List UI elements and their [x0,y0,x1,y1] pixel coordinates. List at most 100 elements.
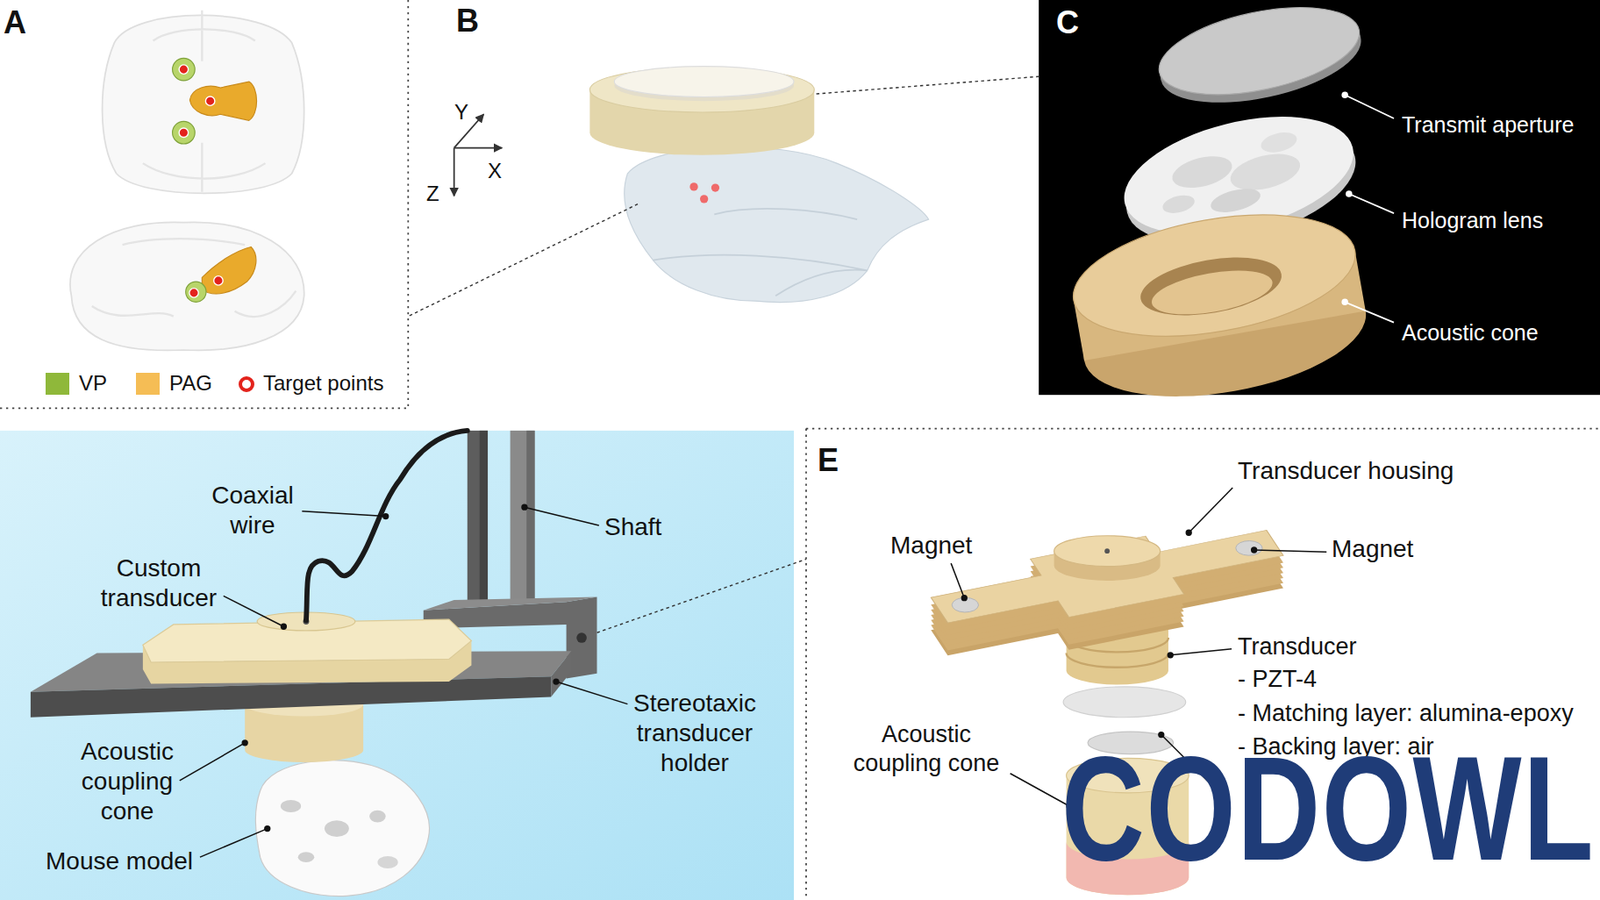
axis-label: Y [454,99,469,125]
part-label: Acoustic cone [1401,319,1539,347]
matching-layer-disk [1063,686,1186,718]
brain-top-view [205,96,215,106]
leader-line [1349,193,1394,214]
leader-line [950,563,965,599]
watermark: CODOWL [1061,735,1595,884]
axis-arrows [454,114,503,196]
spec-item: - PZT-4 [1237,664,1317,694]
mouse-skull [624,147,929,303]
part-label: Mouse model [45,846,193,877]
leader-line [524,507,600,526]
mouse-model [298,851,315,863]
figure-panel: C Transmit apertureHologram lensAcoustic … [1038,0,1600,395]
matching-layer-disk [1063,686,1186,718]
figure-panel: BYXZ [408,0,1039,408]
shaft [510,430,536,602]
transducer-housing [1104,548,1110,554]
brain-side-view [189,288,199,298]
transducer-housing [1054,535,1161,567]
brain-side-view [70,221,305,350]
part-label: Magnet [1331,534,1414,565]
panel-letter: A [3,3,27,43]
leader-line [383,514,389,520]
legend-swatch [45,372,70,395]
part-label: Shaft [604,512,662,543]
leader-line [1010,773,1070,807]
leader-line [1342,92,1394,322]
brain-top-view [189,81,257,121]
part-label: Stereotaxic transducer holder [620,688,770,779]
leader-line [556,681,628,705]
leader-line [179,504,629,858]
brain-top-view [178,128,188,137]
leader-line [1188,487,1233,533]
panel-letter: B [456,1,479,41]
figure-panel: Coaxial wireShaftCustom transducerStereo… [0,430,794,900]
leader-line [200,828,268,858]
hologram-lens-disk [1258,128,1300,156]
leader-line [1185,529,1192,536]
mouse-skull [689,182,698,191]
brain-top-view [172,57,196,81]
shaft [467,430,488,605]
leader-line [301,511,386,517]
mouse-skull [652,208,867,296]
leader-line [1346,191,1352,197]
stereotaxic-plate [550,650,572,697]
part-label: Transducer housing [1237,456,1454,486]
coaxial-wire [306,430,468,621]
leader-line [1344,301,1394,322]
acoustic-cone [1135,248,1286,326]
leader-line [553,678,559,685]
figure-panel: A [0,0,408,408]
shaft [526,430,535,602]
mouse-model [324,820,350,837]
brain-side-view [70,221,305,350]
shaft [479,430,488,605]
zoom-line [407,204,638,317]
acoustic-cone [1148,263,1276,323]
part-label: Hologram lens [1401,207,1543,235]
brain-side-view [214,276,223,286]
brain-side-view [185,281,207,302]
part-label: Magnet [890,530,972,561]
mouse-model [255,760,429,897]
transmit-aperture-disk [1150,0,1367,111]
mouse-model [280,800,301,813]
leader-line [961,595,967,601]
axis-arrows [453,148,456,197]
part-label: Coaxial wire [200,480,306,541]
leader-line [223,595,285,627]
legend-label: Target points [263,371,384,397]
holder-block [576,632,587,643]
mouse-model [255,760,429,897]
transmit-aperture-disk [1150,0,1369,119]
part-label: Transducer [1237,632,1358,662]
hologram-lens-disk [1169,150,1236,193]
panel-letter: C [1056,3,1079,43]
axis-label: Z [426,180,440,207]
legend-label: PAG [169,371,213,397]
brain-top-view [172,121,196,144]
part-label: Transmit aperture [1401,111,1574,139]
leader-line [1342,299,1348,305]
custom-transducer [142,612,472,684]
transducer-housing [920,514,1294,640]
brain-top-view [142,10,266,193]
axis-arrows [454,147,503,150]
zoom-line [816,76,1040,94]
panel-letter: E [817,441,839,480]
panel-border [806,428,1600,430]
spec-item: - Matching layer: alumina-epoxy [1237,699,1574,729]
target-point-symbol [236,374,257,394]
mouse-model [369,810,386,823]
leader-line [280,623,286,629]
coaxial-wire [306,430,468,621]
zoom-line [597,558,807,633]
transducer-housing [1232,538,1267,558]
hologram-lens-disk [1160,192,1197,216]
panel-ground [0,430,794,900]
zoom-line [407,76,1039,633]
